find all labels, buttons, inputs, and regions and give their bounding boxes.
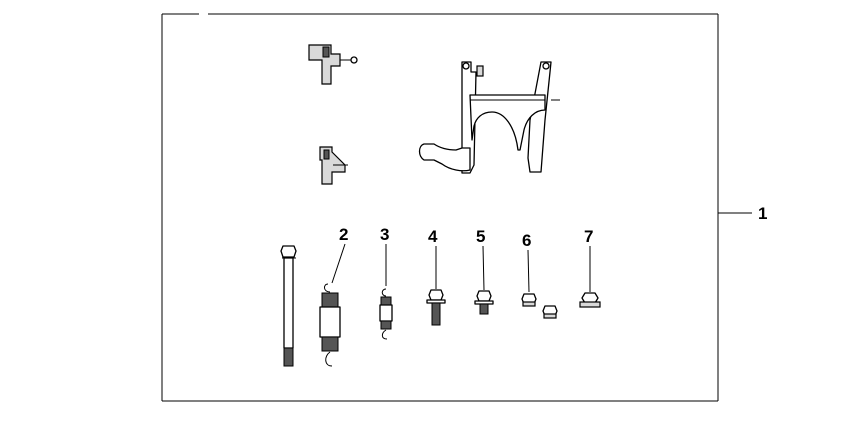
nut-flange: 7	[579, 227, 601, 308]
bolt-short: 5	[474, 227, 494, 315]
upper-bracket	[308, 44, 358, 85]
lower-bracket	[319, 146, 348, 185]
callout-6: 6	[522, 231, 531, 250]
callout-2: 2	[339, 225, 348, 244]
callout-1: 1	[758, 204, 767, 223]
kit-frame	[161, 13, 719, 402]
nut-small: 6	[521, 231, 558, 319]
long-pivot-bolt	[280, 245, 297, 367]
callout-4: 4	[428, 227, 438, 246]
callout-7: 7	[584, 227, 593, 246]
bolt-long: 4	[426, 227, 446, 326]
main-stand	[418, 61, 560, 174]
callout-5: 5	[476, 227, 485, 246]
spring-small: 3	[379, 225, 393, 340]
callout-3: 3	[380, 225, 389, 244]
spring-large: 2	[319, 225, 348, 367]
